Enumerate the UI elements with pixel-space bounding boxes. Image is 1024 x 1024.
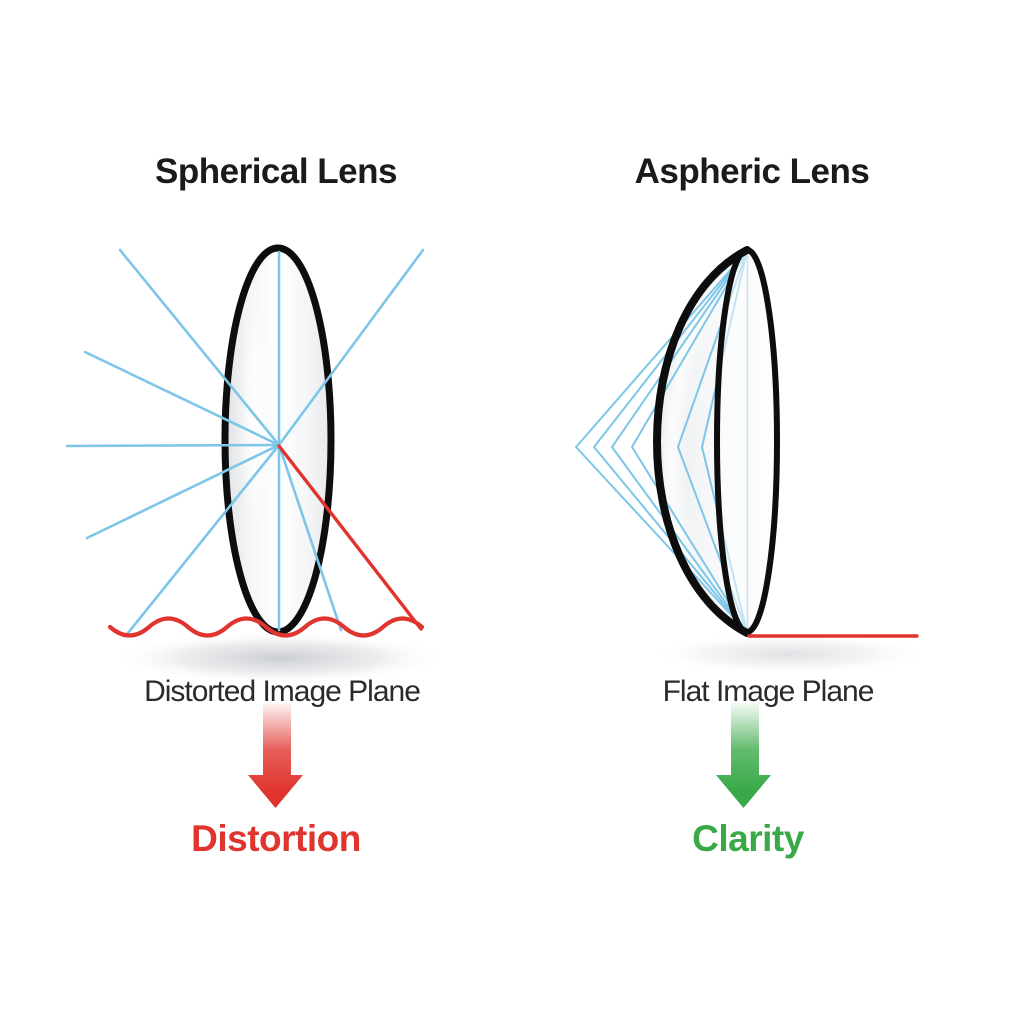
clarity-label: Clarity — [692, 818, 805, 859]
aspheric-lens-front-surface — [653, 246, 751, 637]
distortion-down-arrow-icon — [248, 703, 303, 808]
distortion-label: Distortion — [191, 818, 361, 859]
aspheric-lens-shadow — [650, 634, 930, 674]
spherical-lens-title: Spherical Lens — [155, 152, 397, 191]
light-ray — [65, 443, 281, 448]
aspheric-lens-title: Aspheric Lens — [635, 152, 870, 191]
distorted-ray — [277, 444, 423, 631]
light-ray — [85, 443, 281, 540]
light-ray — [277, 443, 343, 632]
aspheric-lens-rear-surface — [714, 247, 780, 635]
light-ray — [631, 250, 748, 633]
clarity-down-arrow-icon — [716, 703, 771, 808]
flat-image-plane-label: Flat Image Plane — [663, 675, 874, 708]
distorted-image-plane-wave — [107, 616, 425, 638]
spherical-lens-panel: Spherical Lens Distorted Image P — [65, 152, 448, 859]
light-ray — [593, 250, 748, 633]
spherical-lens-shadow — [112, 632, 448, 684]
light-ray — [83, 350, 281, 447]
aspheric-lens-panel: Aspheric Lens Flat Image Plane — [575, 152, 930, 859]
distorted-image-plane-label: Distorted Image Plane — [144, 675, 420, 708]
light-ray — [611, 250, 748, 633]
spherical-light-rays — [65, 248, 425, 635]
light-ray — [118, 248, 281, 447]
light-ray — [126, 443, 281, 635]
light-ray — [277, 248, 425, 447]
